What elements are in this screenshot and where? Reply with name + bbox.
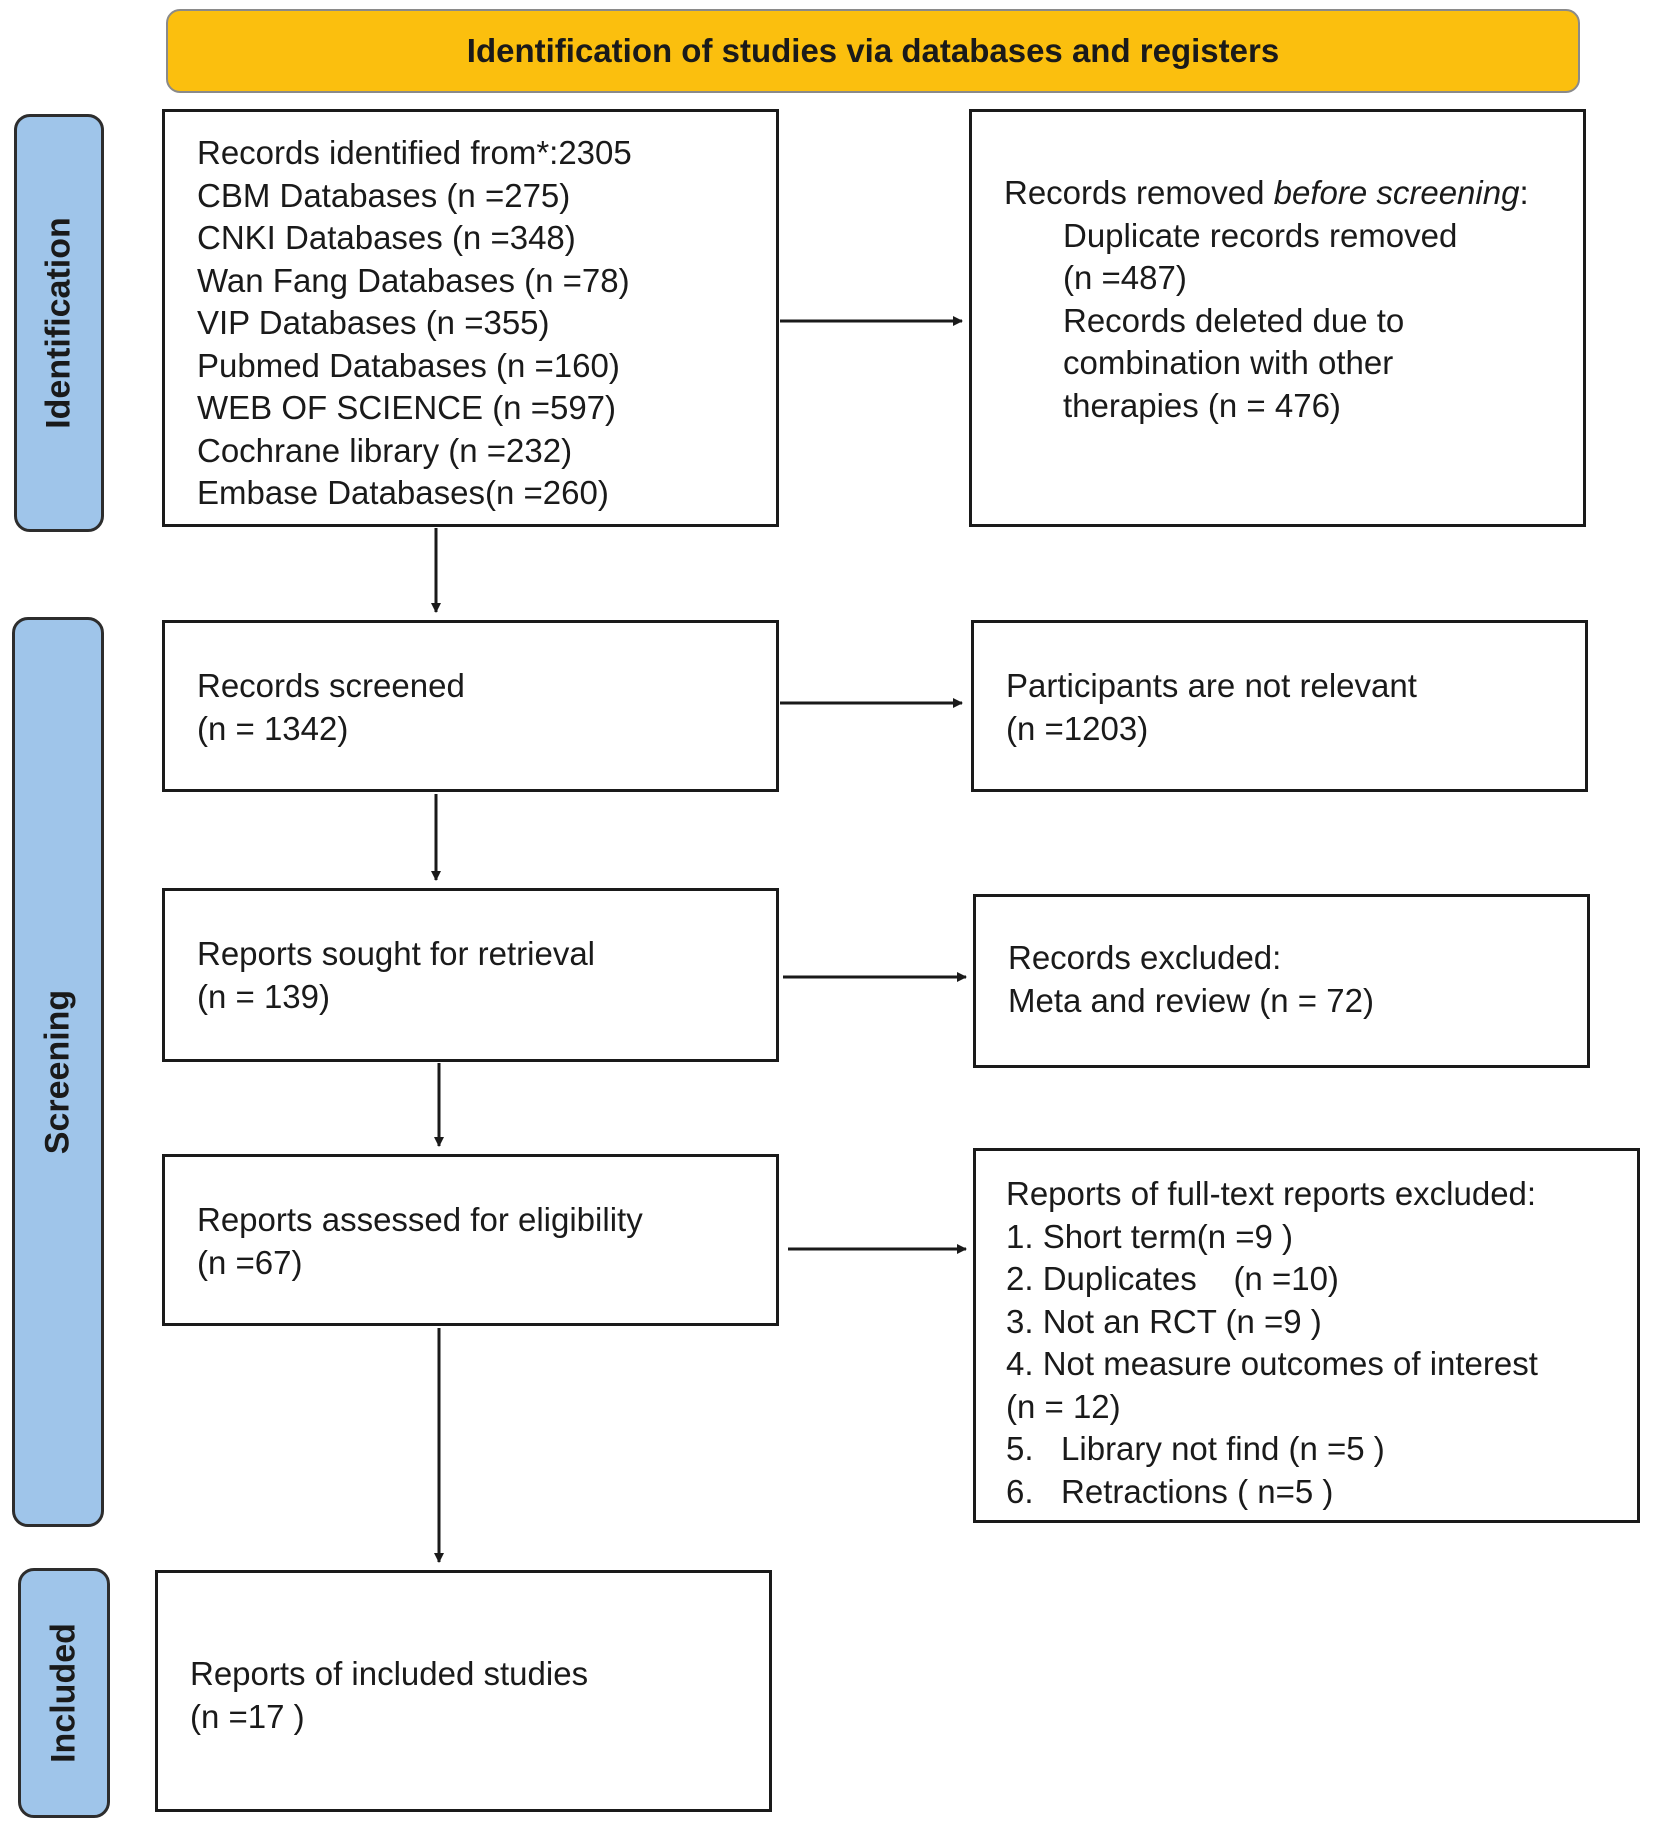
excluded-short-term: 1. Short term(n =9 ) — [1006, 1217, 1294, 1255]
excluded-library-not-find: 5. Library not find (n =5 ) — [1006, 1430, 1385, 1467]
combination-deleted-label-1: Records deleted due to — [1063, 301, 1405, 339]
included-studies-count: (n =17 ) — [190, 1697, 305, 1735]
phase-included: Included — [18, 1568, 110, 1818]
reports-assessed-label: Reports assessed for eligibility — [197, 1201, 643, 1238]
phase-identification: Identification — [14, 114, 104, 532]
reports-sought-count: (n = 139) — [197, 977, 330, 1015]
participants-not-relevant-box: Participants are not relevant (n =1203) — [971, 620, 1588, 792]
header-banner: Identification of studies via databases … — [166, 9, 1580, 93]
source-web-of-science: WEB OF SCIENCE (n =597) — [197, 389, 617, 426]
records-excluded-box: Records excluded: Meta and review (n = 7… — [973, 894, 1590, 1068]
participants-not-relevant-label: Participants are not relevant — [1006, 667, 1417, 704]
phase-screening: Screening — [12, 617, 104, 1527]
source-cochrane: Cochrane library (n =232) — [197, 431, 573, 469]
excluded-duplicates: 2. Duplicates (n =10) — [1006, 1260, 1339, 1297]
excluded-outcomes-label: 4. Not measure outcomes of interest — [1006, 1345, 1538, 1382]
source-embase: Embase Databases(n =260) — [197, 474, 609, 511]
records-screened-box: Records screened (n = 1342) — [162, 620, 779, 792]
excluded-retractions: 6. Retractions ( n=5 ) — [1006, 1472, 1334, 1510]
source-wanfang: Wan Fang Databases (n =78) — [197, 261, 630, 299]
source-vip: VIP Databases (n =355) — [197, 304, 550, 341]
fulltext-excluded-box: Reports of full-text reports excluded: 1… — [973, 1148, 1640, 1523]
reports-assessed-box: Reports assessed for eligibility (n =67) — [162, 1154, 779, 1326]
excluded-outcomes-count: (n = 12) — [1006, 1387, 1121, 1425]
records-identified-box: Records identified from*:2305 CBM Databa… — [162, 109, 779, 527]
combination-deleted-label-2: combination with other — [1063, 344, 1394, 381]
records-removed-title: Records removed before screening: — [1004, 172, 1583, 215]
included-studies-label: Reports of included studies — [190, 1655, 589, 1692]
included-studies-box: Reports of included studies (n =17 ) — [155, 1570, 772, 1812]
excluded-not-rct: 3. Not an RCT (n =9 ) — [1006, 1302, 1322, 1340]
duplicates-removed-count: (n =487) — [1063, 259, 1187, 296]
fulltext-excluded-title: Reports of full-text reports excluded: — [1006, 1175, 1537, 1212]
reports-sought-label: Reports sought for retrieval — [197, 935, 596, 972]
records-identified-total: Records identified from*:2305 — [197, 134, 632, 171]
participants-not-relevant-count: (n =1203) — [1006, 709, 1149, 747]
reports-assessed-count: (n =67) — [197, 1243, 303, 1281]
combination-deleted-count: therapies (n = 476) — [1063, 386, 1341, 424]
records-removed-title-emphasis: before screening — [1273, 174, 1520, 211]
source-cnki: CNKI Databases (n =348) — [197, 219, 576, 256]
records-excluded-label: Records excluded: — [1008, 939, 1282, 976]
records-screened-label: Records screened — [197, 667, 465, 704]
source-cbm: CBM Databases (n =275) — [197, 176, 571, 214]
records-removed-title-suffix: : — [1519, 174, 1529, 211]
duplicates-removed-label: Duplicate records removed — [1063, 216, 1458, 254]
source-pubmed: Pubmed Databases (n =160) — [197, 346, 620, 384]
records-removed-title-prefix: Records removed — [1004, 174, 1274, 211]
meta-review-excluded: Meta and review (n = 72) — [1008, 981, 1374, 1019]
records-removed-box: Records removed before screening: Duplic… — [969, 109, 1586, 527]
reports-sought-box: Reports sought for retrieval (n = 139) — [162, 888, 779, 1062]
records-screened-count: (n = 1342) — [197, 709, 349, 747]
